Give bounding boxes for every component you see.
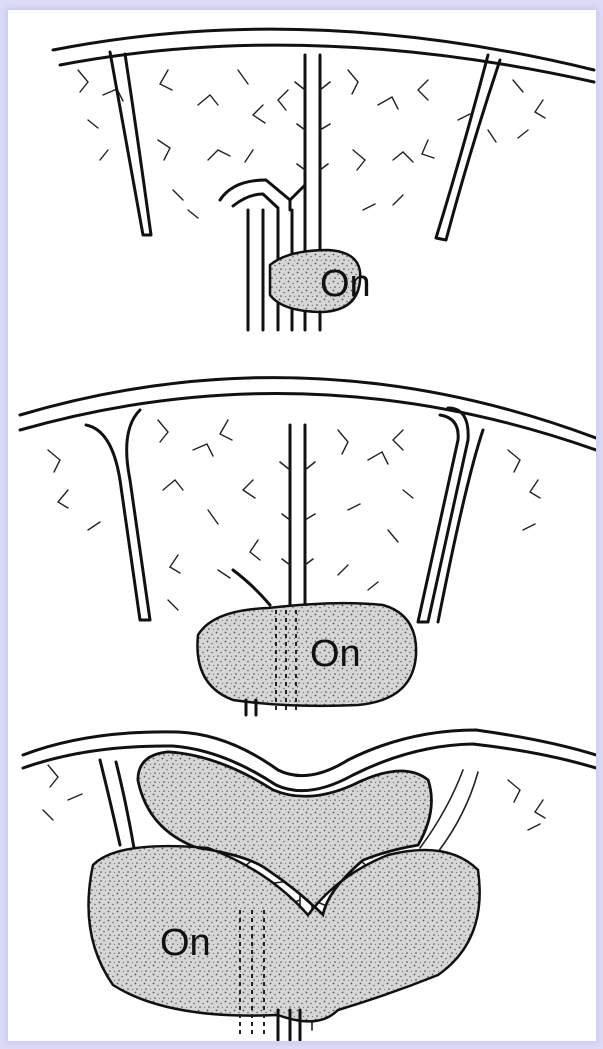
panel-1-label: On (320, 263, 371, 305)
panel-2-label: On (310, 633, 361, 675)
histology-figure: On On (8, 10, 596, 1041)
panel-3-label: On (160, 922, 211, 964)
panel-1-texture (78, 70, 545, 218)
panel-2: On (20, 378, 596, 715)
panel-2-on-mass (197, 603, 416, 706)
panel-3: On (23, 730, 596, 1040)
panel-1: On (53, 29, 594, 330)
